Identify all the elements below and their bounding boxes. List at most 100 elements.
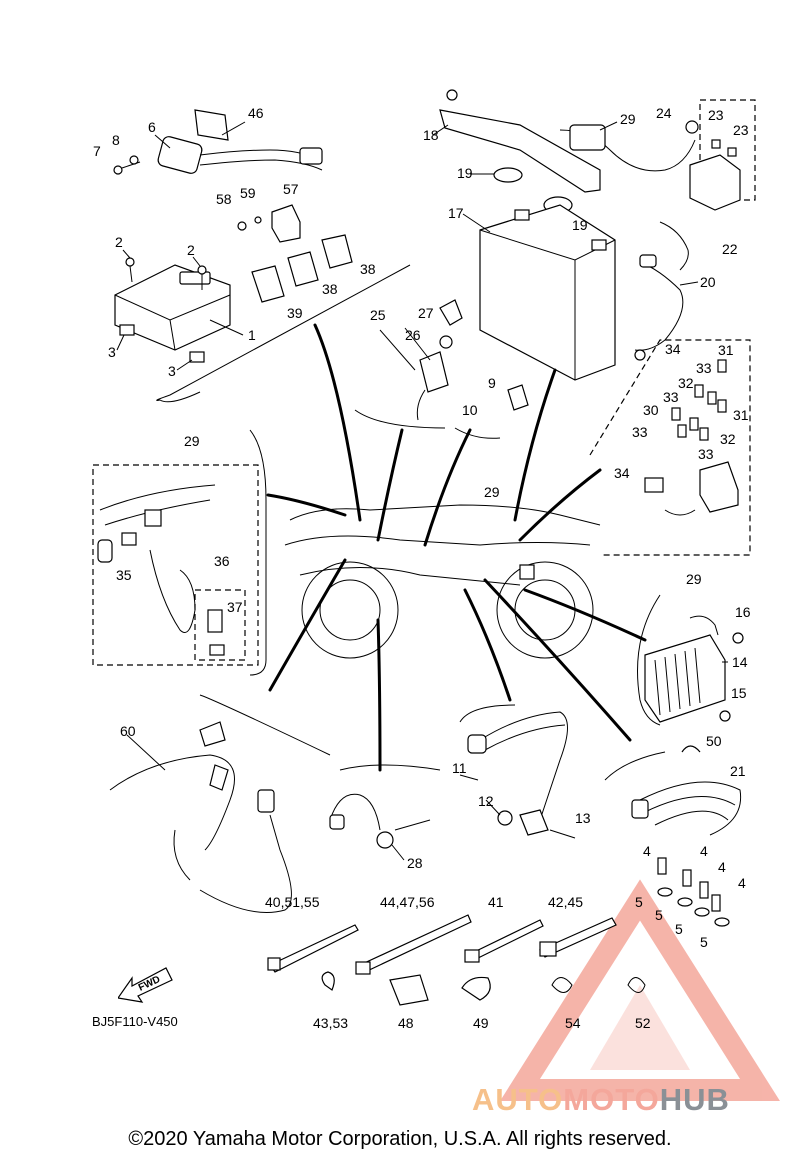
callout-13: 13 [575, 810, 591, 826]
callout-25: 25 [370, 307, 386, 323]
callout-48: 48 [398, 1015, 414, 1031]
callout-40-51-55: 40,51,55 [265, 894, 320, 910]
fuse-box [664, 461, 739, 516]
watermark-logo [500, 879, 780, 1101]
callout-23a: 23 [708, 107, 724, 123]
ecu-unit [114, 264, 231, 351]
harness-21 [631, 745, 742, 836]
callout-36: 36 [214, 553, 230, 569]
callout-52: 52 [635, 1015, 651, 1031]
callout-58: 58 [216, 191, 232, 207]
callout-31b: 31 [733, 407, 749, 423]
clamps [321, 971, 646, 1006]
callout-14: 14 [732, 654, 748, 670]
callout-12: 12 [478, 793, 494, 809]
callout-41: 41 [488, 894, 504, 910]
sub-harness-60 [109, 721, 292, 913]
battery [479, 204, 616, 381]
callout-19b: 19 [572, 217, 588, 233]
watermark-auto: AUTO [472, 1082, 564, 1117]
callout-5d: 5 [700, 934, 708, 950]
callout-8: 8 [112, 132, 120, 148]
callout-4c: 4 [718, 859, 726, 875]
callout-38b: 38 [322, 281, 338, 297]
starter-relay [689, 154, 741, 211]
callout-59: 59 [240, 185, 256, 201]
grommet-35a [97, 539, 113, 563]
sensor-28 [329, 793, 431, 849]
bolt-2a [125, 257, 135, 283]
bolt-7 [113, 161, 141, 175]
connector-37 [207, 609, 223, 633]
callout-16: 16 [735, 604, 751, 620]
callout-49: 49 [473, 1015, 489, 1031]
callout-2a: 2 [115, 234, 123, 250]
leader-lines [266, 323, 647, 772]
callout-39: 39 [287, 305, 303, 321]
bolt-16 [732, 632, 744, 644]
callout-33b: 33 [663, 389, 679, 405]
outline-switch [354, 409, 446, 429]
grommet-35b [121, 532, 137, 546]
callout-29a: 29 [620, 111, 636, 127]
relay-38b [287, 251, 319, 287]
bolt-58 [237, 221, 247, 231]
outline-left-group [249, 429, 267, 676]
callout-4d: 4 [738, 875, 746, 891]
bolt-15 [719, 710, 731, 722]
callout-5b: 5 [655, 907, 663, 923]
callout-6: 6 [148, 119, 156, 135]
diagram-code: BJ5F110-V450 [92, 1014, 178, 1029]
callout-44-47-56: 44,47,56 [380, 894, 435, 910]
spark-plugs [657, 857, 730, 927]
rectifier-regulator [644, 615, 726, 723]
fuse-box-group [589, 339, 751, 556]
outline-sensor-11 [459, 704, 516, 723]
outline-sensor-28 [339, 764, 441, 771]
callout-43-53: 43,53 [313, 1015, 348, 1031]
grommet-3b [189, 351, 205, 363]
callout-20: 20 [700, 274, 716, 290]
fuses [671, 359, 727, 441]
callout-3a: 3 [108, 344, 116, 360]
callout-42-45: 42,45 [548, 894, 583, 910]
atv-frame [284, 504, 601, 659]
callout-4a: 4 [643, 843, 651, 859]
callout-37: 37 [227, 599, 243, 615]
callout-10: 10 [462, 402, 478, 418]
callout-22: 22 [722, 241, 738, 257]
callout-1: 1 [248, 327, 256, 343]
callout-24: 24 [656, 105, 672, 121]
battery-bracket [439, 89, 601, 193]
relay-57 [271, 204, 301, 243]
callout-7: 7 [93, 143, 101, 159]
label-leaders [116, 121, 728, 861]
callout-26: 26 [405, 327, 421, 343]
callout-31a: 31 [718, 342, 734, 358]
callout-29c: 29 [484, 484, 500, 500]
watermark-hub: HUB [659, 1082, 730, 1117]
callout-5c: 5 [675, 921, 683, 937]
bolt-2b [197, 265, 207, 290]
callout-33c: 33 [632, 424, 648, 440]
main-switch [416, 299, 463, 421]
callout-54: 54 [565, 1015, 581, 1031]
callout-29d: 29 [686, 571, 702, 587]
callout-34b: 34 [614, 465, 630, 481]
callout-9: 9 [488, 375, 496, 391]
outline-harness-60 [199, 694, 331, 756]
callout-17: 17 [448, 205, 464, 221]
callout-19a: 19 [457, 165, 473, 181]
callout-34a: 34 [665, 341, 681, 357]
callout-21: 21 [730, 763, 746, 779]
callout-2b: 2 [187, 242, 195, 258]
callout-3b: 3 [168, 363, 176, 379]
relay-38a [321, 234, 353, 269]
outline-harness-21 [604, 751, 666, 781]
relay-39 [251, 265, 285, 303]
fuse-cover-34 [644, 477, 664, 493]
grommet-3a [119, 324, 135, 336]
nut-24 [685, 120, 699, 134]
cable-ties [267, 914, 617, 975]
callout-30: 30 [643, 402, 659, 418]
